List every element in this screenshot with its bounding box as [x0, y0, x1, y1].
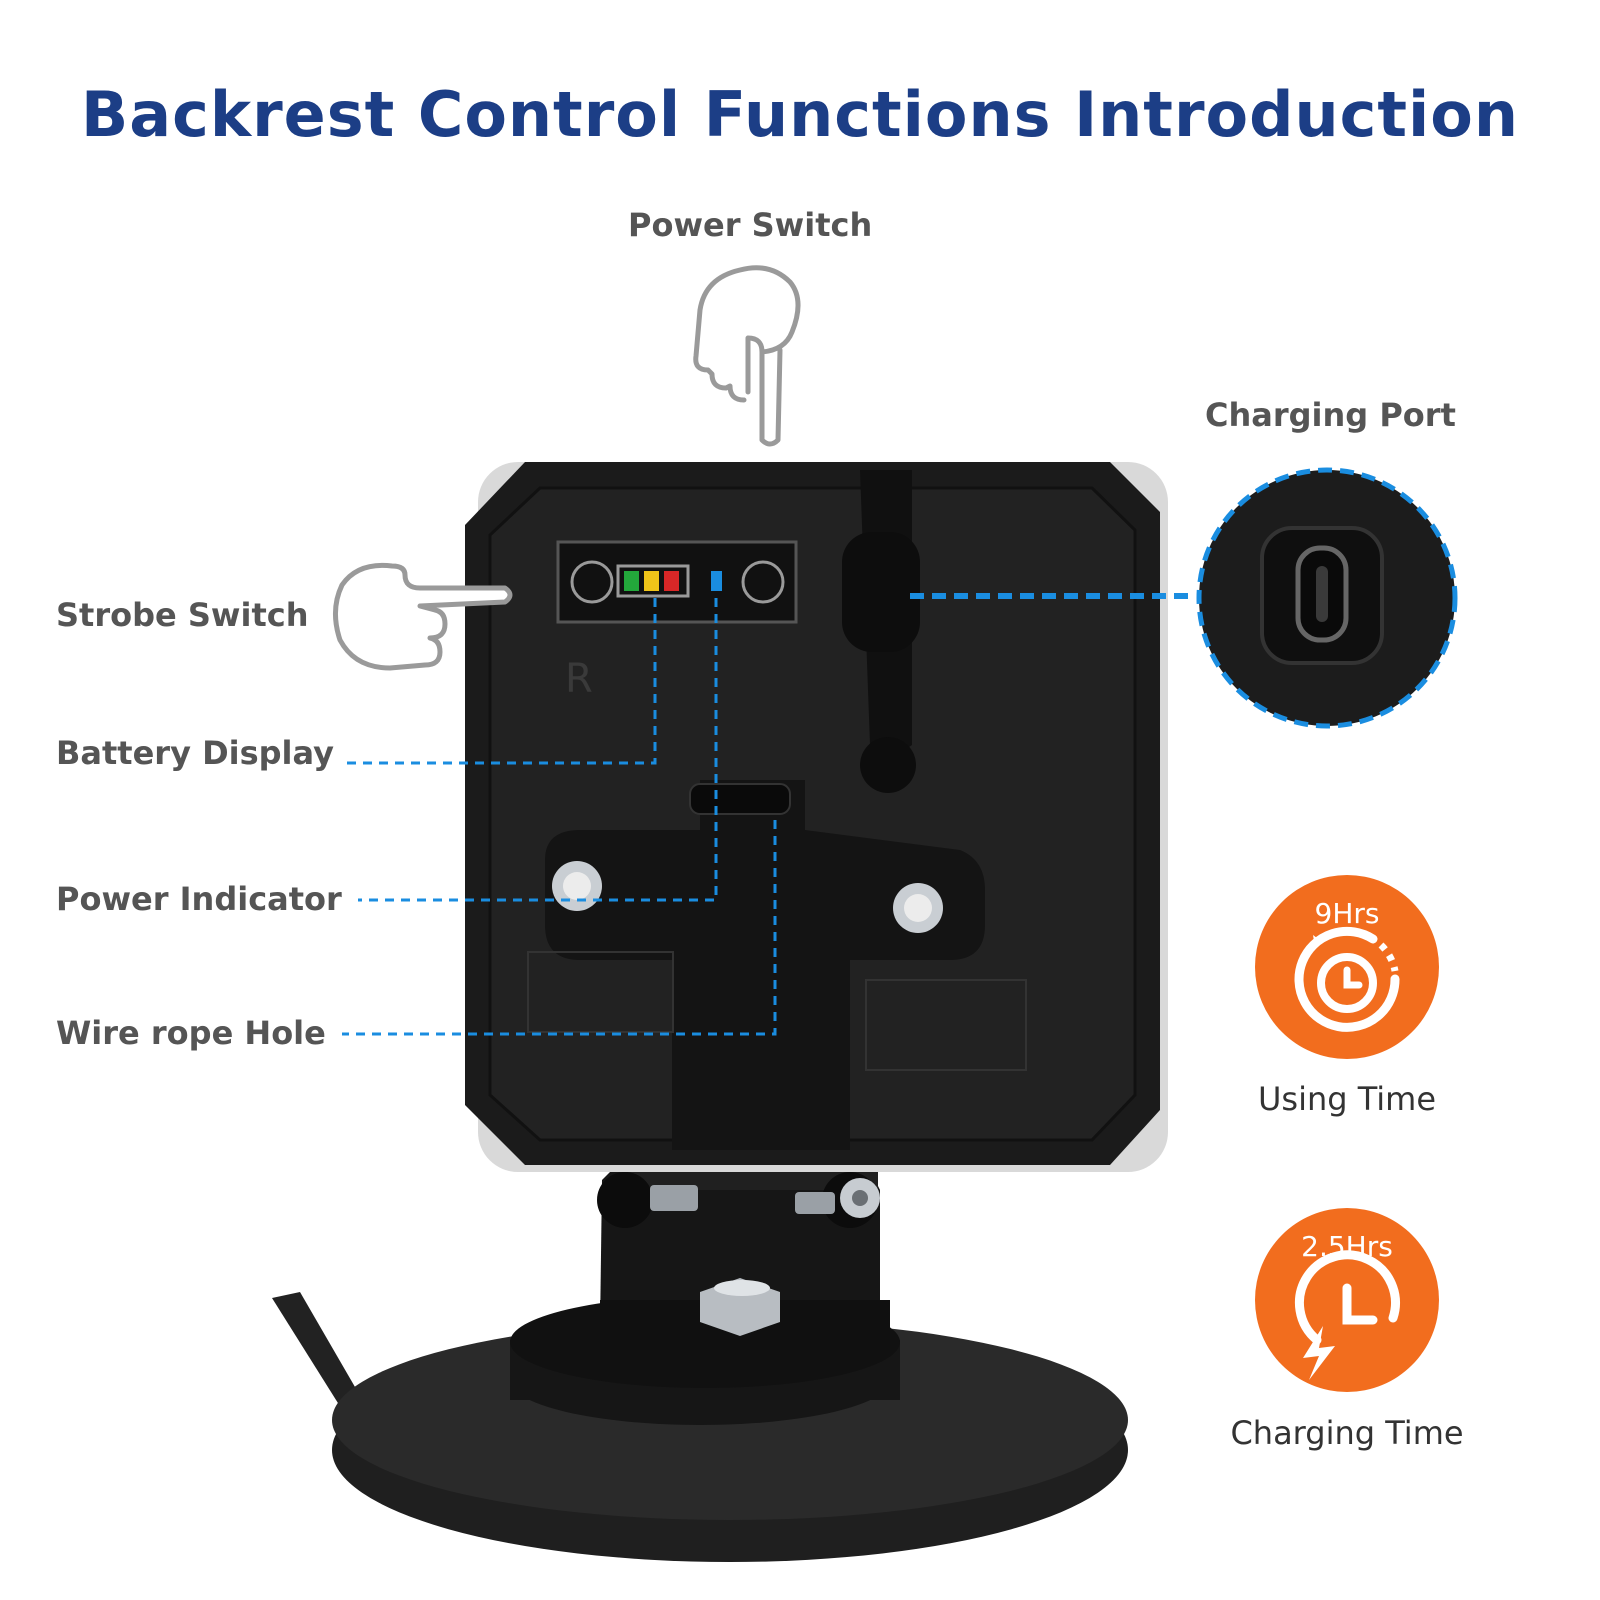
strobe-button-icon: [570, 560, 614, 604]
callout-battery-display: Battery Display: [56, 734, 334, 772]
using-time-label: Using Time: [1257, 1080, 1437, 1118]
hinge-bracket: [597, 1150, 890, 1350]
charging-time-badge: 2.5Hrs: [1255, 1208, 1439, 1392]
callout-power-indicator: Power Indicator: [56, 880, 342, 918]
callout-charging-port: Charging Port: [1205, 396, 1456, 434]
leader-lines: [340, 593, 1195, 1036]
charging-time-label: Charging Time: [1230, 1414, 1464, 1452]
pointing-right-hand-icon: [333, 562, 513, 671]
callout-strobe-switch: Strobe Switch: [56, 596, 309, 634]
callout-wire-rope-hole: Wire rope Hole: [56, 1014, 326, 1052]
side-mark: R: [565, 656, 593, 702]
lightning-clock-icon: [1295, 1250, 1400, 1380]
power-indicator-led: [711, 571, 722, 591]
timer-clock-icon: [1294, 926, 1400, 1032]
using-time-value: 9Hrs: [1314, 897, 1380, 930]
power-button-icon: [741, 560, 785, 604]
light-housing: R: [465, 462, 1168, 1172]
using-time-badge: 9Hrs: [1255, 875, 1439, 1059]
battery-frame-icon: [616, 564, 690, 598]
callout-power-switch: Power Switch: [628, 206, 873, 244]
page-title: Backrest Control Functions Introduction: [80, 78, 1520, 151]
pointing-down-hand-icon: [693, 265, 801, 447]
charging-port-zoom: [1196, 467, 1458, 729]
